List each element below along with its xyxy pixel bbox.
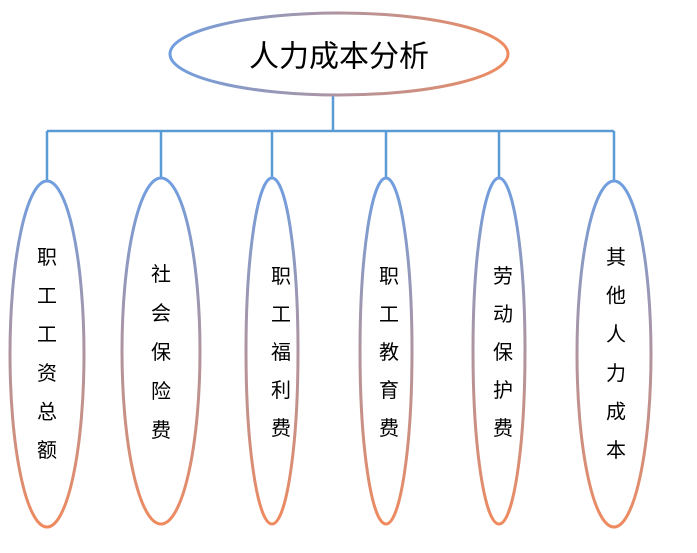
child-node-c5-ellipse — [471, 176, 527, 526]
child-node-c2-label: 社会保险费 — [151, 262, 171, 442]
child-node-c1-ellipse — [8, 179, 86, 529]
child-node-c1-label: 职工工资总额 — [37, 245, 57, 462]
root-node: 人力成本分析 — [168, 11, 510, 97]
child-node-c3-label: 职工福利费 — [271, 264, 291, 440]
child-node-c2: 社会保险费 — [120, 176, 202, 526]
child-node-c2-ellipse — [120, 176, 202, 526]
child-node-c5-label: 劳动保护费 — [493, 264, 513, 440]
child-node-c3: 职工福利费 — [244, 176, 300, 526]
child-node-c4-ellipse — [358, 176, 414, 526]
child-node-c4: 职工教育费 — [358, 176, 414, 526]
child-node-c6: 其他人力成本 — [575, 179, 653, 529]
connectors — [45, 93, 616, 180]
child-node-c1: 职工工资总额 — [8, 179, 86, 529]
child-node-c6-ellipse — [575, 179, 653, 529]
child-node-c4-label: 职工教育费 — [379, 264, 399, 440]
child-node-c6-label: 其他人力成本 — [606, 245, 626, 462]
root-node-ellipse — [168, 11, 510, 97]
child-node-c3-ellipse — [244, 176, 300, 526]
child-node-c5: 劳动保护费 — [471, 176, 527, 526]
root-node-label: 人力成本分析 — [249, 40, 429, 75]
